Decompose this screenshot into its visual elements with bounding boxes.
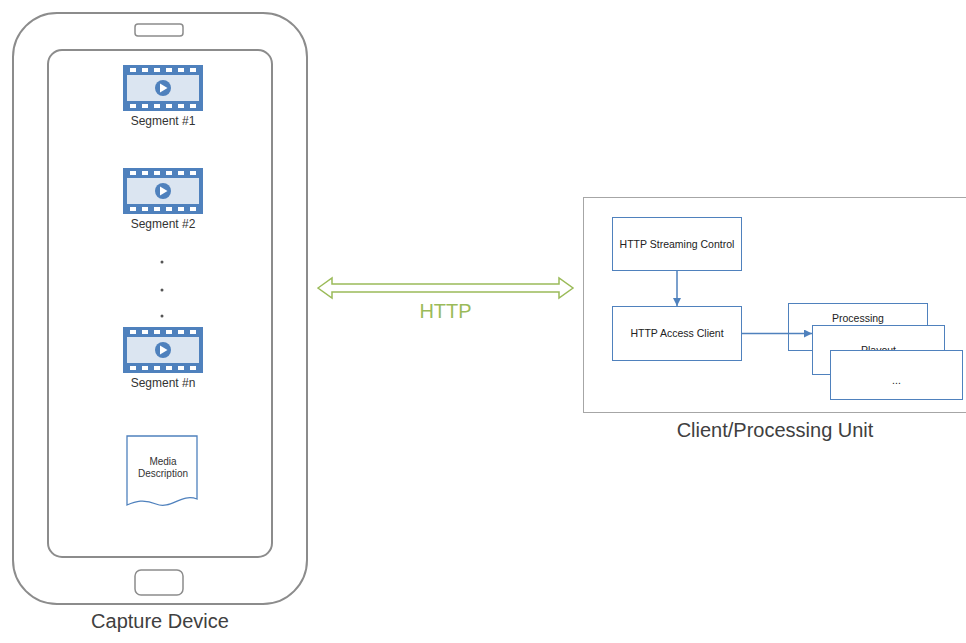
process-box: HTTP Access Client — [612, 306, 742, 361]
document-shape: Media Description — [126, 435, 200, 508]
media-segment: Segment #n — [118, 327, 208, 393]
film-icon — [123, 65, 203, 111]
box-label: Media Description — [132, 456, 194, 480]
protocol-arrow — [318, 278, 573, 298]
film-icon — [123, 327, 203, 373]
group-title: Client/Processing Unit — [544, 419, 966, 442]
processing-unit: Client/Processing UnitHTTP Streaming Con… — [583, 197, 966, 413]
box-label: HTTP Access Client — [630, 327, 723, 340]
box-label: Processing — [832, 312, 884, 325]
box-label: ... — [892, 374, 901, 387]
segment-label: Segment #2 — [118, 217, 208, 231]
segment-label: Segment #n — [118, 376, 208, 390]
process-box: ... — [830, 350, 963, 400]
flow-arrow — [676, 271, 678, 306]
group-title: Capture Device — [0, 610, 346, 633]
edge-label: HTTP — [416, 300, 474, 323]
segment-label: Segment #1 — [118, 114, 208, 128]
media-segment: Segment #1 — [118, 65, 208, 131]
film-icon — [123, 168, 203, 214]
media-segment: Segment #2 — [118, 168, 208, 234]
process-box: HTTP Streaming Control — [612, 217, 742, 271]
box-label: HTTP Streaming Control — [620, 238, 735, 251]
flow-arrow — [742, 333, 812, 335]
capture-device: Capture DeviceSegment #1Segment #2Segmen… — [12, 12, 308, 605]
